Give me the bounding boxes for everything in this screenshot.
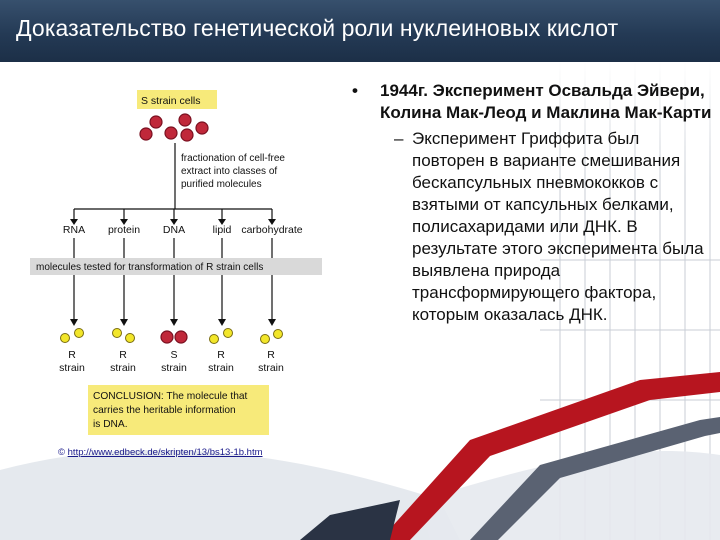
class-label-protein: protein — [108, 224, 140, 236]
conclusion-line-2: carries the heritable information — [93, 405, 236, 416]
band-connectors — [73, 238, 273, 258]
conclusion-box — [88, 385, 269, 435]
r-cells-carbohydrate — [260, 329, 283, 344]
copyright-symbol: © — [58, 447, 65, 458]
upper-arrows — [73, 209, 273, 220]
upper-arrowheads — [70, 219, 276, 225]
result-word-2: strain — [110, 362, 136, 374]
sub-bullet: – Эксперимент Гриффита был повторен в ва… — [348, 128, 714, 326]
text-content: • 1944г. Эксперимент Освальда Эйвери, Ко… — [348, 80, 714, 326]
result-word-5: strain — [258, 362, 284, 374]
result-letter-2: R — [119, 349, 127, 361]
class-label-dna: DNA — [163, 224, 185, 236]
class-label-rna: RNA — [63, 224, 85, 236]
r-cells-protein — [112, 328, 135, 343]
title-bar: Доказательство генетической роли нуклеин… — [0, 0, 720, 62]
main-bullet: • 1944г. Эксперимент Освальда Эйвери, Ко… — [348, 80, 714, 124]
slide-title: Доказательство генетической роли нуклеин… — [16, 15, 619, 41]
result-letter-5: R — [267, 349, 275, 361]
result-word-3: strain — [161, 362, 187, 374]
fraction-line-3: purified molecules — [181, 179, 262, 190]
sub-bullet-text: Эксперимент Гриффита был повторен в вари… — [412, 129, 704, 324]
fraction-line-2: extract into classes of — [181, 166, 277, 177]
main-bullet-text: 1944г. Эксперимент Освальда Эйвери, Коли… — [380, 81, 712, 122]
result-letter-1: R — [68, 349, 76, 361]
lower-arrowheads — [70, 319, 276, 326]
conclusion-line-1: CONCLUSION: The molecule that — [93, 391, 248, 402]
class-label-carbohydrate: carbohydrate — [241, 224, 302, 236]
lower-arrows — [73, 275, 273, 320]
fraction-line-1: fractionation of cell-free — [181, 153, 285, 164]
class-label-lipid: lipid — [213, 224, 232, 236]
result-word-4: strain — [208, 362, 234, 374]
s-strain-label-box — [137, 90, 217, 109]
r-cells-rna — [60, 328, 84, 343]
fractionation-text: fractionation of cell-free extract into … — [181, 153, 288, 190]
tested-band-label: molecules tested for transformation of R… — [36, 262, 263, 273]
avery-experiment-figure: S strain cells fractionation of cell-fre… — [26, 77, 326, 437]
credit-link[interactable]: http://www.edbeck.de/skripten/13/bs13-1b… — [67, 447, 263, 458]
r-cells-lipid — [209, 328, 233, 344]
conclusion-text: CONCLUSION: The molecule that carries th… — [93, 391, 250, 430]
result-letter-4: R — [217, 349, 225, 361]
s-strain-label: S strain cells — [141, 95, 201, 107]
experiment-diagram: S strain cells fractionation of cell-fre… — [30, 90, 322, 435]
figure-credit: © http://www.edbeck.de/skripten/13/bs13-… — [58, 447, 263, 458]
dash-marker: – — [394, 129, 404, 148]
conclusion-line-3: is DNA. — [93, 419, 128, 430]
result-letter-3: S — [170, 349, 177, 361]
s-cells-dna — [160, 330, 188, 344]
bullet-marker: • — [352, 81, 358, 100]
tested-band — [30, 258, 322, 275]
s-strain-cells — [139, 113, 209, 142]
result-word-1: strain — [59, 362, 85, 374]
